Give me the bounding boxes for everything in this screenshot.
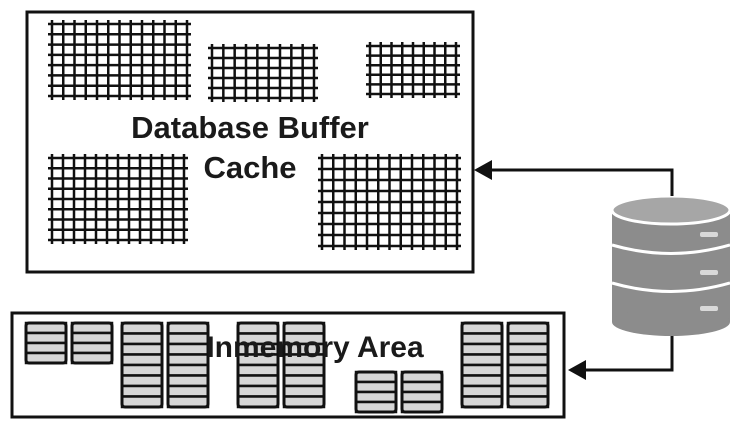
columnar-store-icon [166,321,210,409]
buffer-cache-label-line2: Cache [203,150,297,185]
columnar-store-icon [70,321,114,365]
buffer-cache-blocks [48,20,461,250]
columnar-store-icon [120,321,164,409]
inmemory-area-label: Inmemory Area [206,331,424,364]
buffer-cache-box [25,10,475,274]
columnar-store-icon [282,321,326,409]
columnar-store-icon [354,370,398,414]
columnar-store-icon [400,370,444,414]
arrow-to-buffer-cache [474,160,674,196]
arrow-to-inmemory-area [568,336,674,380]
data-block-grid-icon [318,154,461,250]
database-cylinder-icon [610,194,730,336]
columnar-store-icon [506,321,550,409]
data-block-grid-icon [48,154,188,244]
inmemory-column-units [24,321,550,414]
data-block-grid-icon [48,20,191,100]
buffer-cache-label: Database Buffer Cache [100,108,400,188]
inmemory-area-box [10,311,566,419]
columnar-store-icon [460,321,504,409]
buffer-cache-label-line1: Database Buffer [131,110,369,145]
data-block-grid-icon [208,44,318,102]
columnar-store-icon [236,321,280,409]
data-block-grid-icon [366,42,460,98]
columnar-store-icon [24,321,68,365]
